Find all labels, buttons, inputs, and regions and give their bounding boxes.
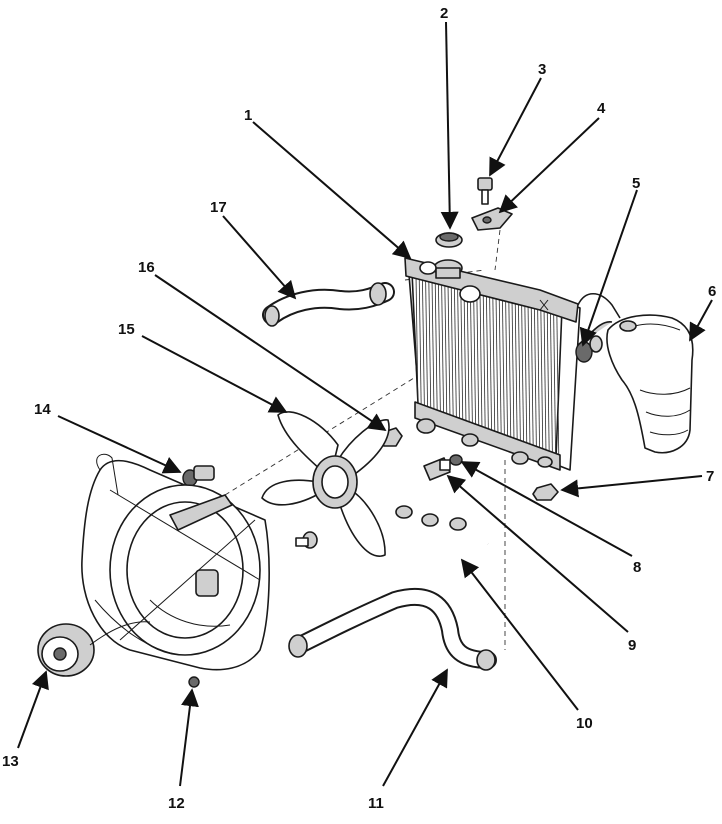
nut: [532, 483, 559, 501]
leader-1: [252, 121, 412, 260]
leader-9: [446, 474, 629, 633]
leader-4: [498, 117, 600, 214]
radiator-fin: [489, 293, 492, 434]
cooling-fan: [261, 411, 390, 557]
radiator-fins: [415, 275, 560, 458]
radiator-fin: [479, 291, 483, 430]
callout-4: 4: [597, 100, 606, 117]
fan-shroud: [81, 453, 318, 671]
radiator-fin: [438, 281, 441, 415]
radiator-fin: [530, 303, 534, 449]
radiator-fin: [534, 304, 537, 450]
radiator-fin: [476, 290, 480, 429]
callout-14: 14: [34, 401, 51, 418]
leader-3: [489, 77, 542, 177]
radiator-fin: [546, 307, 550, 455]
radiator-fin: [486, 292, 489, 432]
leader-12: [179, 688, 199, 787]
radiator-fin: [508, 298, 512, 441]
temperature-switch: [423, 457, 451, 481]
leader-lines: [17, 21, 713, 787]
callout-3: 3: [538, 61, 546, 78]
callout-labels: 1 2 3 4 5 6 7 8 9 10 11 12 13 14 15 16 1…: [2, 5, 716, 812]
bolt-top: [477, 177, 493, 205]
radiator-fin: [450, 284, 454, 419]
radiator-fin: [473, 289, 476, 428]
radiator-fin: [502, 296, 505, 438]
upper-radiator-hose: [262, 282, 395, 327]
radiator-fin: [492, 294, 496, 435]
leader-6: [689, 299, 713, 342]
radiator-fin: [422, 277, 425, 409]
leader-8: [460, 461, 633, 557]
radiator-fin: [434, 280, 438, 414]
lower-radiator-hose: [288, 587, 497, 671]
radiator-fin: [441, 282, 444, 416]
leader-5: [579, 189, 638, 347]
leader-16: [154, 274, 387, 432]
radiator-fin: [518, 300, 521, 444]
callout-17: 17: [210, 199, 227, 216]
callout-5: 5: [632, 175, 640, 192]
radiator-fin: [466, 288, 470, 425]
radiator-fin: [540, 305, 544, 452]
callout-10: 10: [576, 715, 593, 732]
radiator-fin: [498, 295, 502, 437]
callout-2: 2: [440, 5, 448, 22]
callout-15: 15: [118, 321, 135, 338]
radiator-fin: [521, 301, 524, 445]
callout-7: 7: [706, 468, 714, 485]
radiator-fin: [415, 275, 419, 407]
leader-14: [57, 415, 182, 474]
radiator-fin: [418, 276, 422, 408]
leader-10: [460, 558, 579, 711]
shroud-bolt: [188, 676, 200, 688]
leader-17: [222, 215, 297, 300]
radiator-fin: [550, 308, 553, 456]
callout-13: 13: [2, 753, 19, 770]
coolant-reservoir: [606, 314, 694, 454]
mounting-bracket: [471, 207, 513, 231]
leader-13: [17, 670, 49, 749]
leader-2: [440, 21, 459, 230]
radiator-fin: [527, 302, 531, 448]
radiator-fin: [431, 279, 435, 412]
radiator-fin: [463, 287, 467, 424]
radiator-fin: [543, 306, 547, 453]
radiator-fin: [454, 285, 457, 421]
radiator-fin: [482, 292, 486, 431]
radiator-fin: [470, 288, 473, 426]
radiator-fin: [553, 308, 556, 457]
radiator-fin: [444, 282, 448, 417]
leader-15: [141, 335, 288, 413]
callout-9: 9: [628, 637, 636, 654]
callout-11: 11: [368, 795, 384, 812]
radiator-fin: [495, 295, 499, 436]
fan-motor: [37, 621, 151, 677]
fan-switch: [182, 465, 215, 487]
radiator-fin: [514, 299, 518, 443]
leader-11: [382, 668, 448, 787]
radiator-fin: [524, 302, 528, 446]
callout-8: 8: [633, 559, 641, 576]
callout-16: 16: [138, 259, 155, 276]
callout-1: 1: [244, 107, 252, 124]
radiator: [404, 257, 581, 471]
radiator-cap: [435, 232, 463, 248]
callout-6: 6: [708, 283, 716, 300]
radiator-fin: [511, 298, 515, 442]
radiator-fin: [505, 297, 508, 439]
radiator-fin: [556, 309, 560, 458]
callout-12: 12: [168, 795, 185, 812]
drain-plug: [449, 454, 463, 466]
radiator-fin: [460, 286, 464, 423]
radiator-fin: [425, 278, 428, 410]
radiator-fin: [457, 285, 460, 422]
radiator-fin: [447, 283, 451, 418]
radiator-fin: [428, 279, 432, 411]
leader-7: [560, 475, 703, 498]
lower-pipe: [395, 505, 496, 567]
radiator-fin: [537, 305, 540, 451]
